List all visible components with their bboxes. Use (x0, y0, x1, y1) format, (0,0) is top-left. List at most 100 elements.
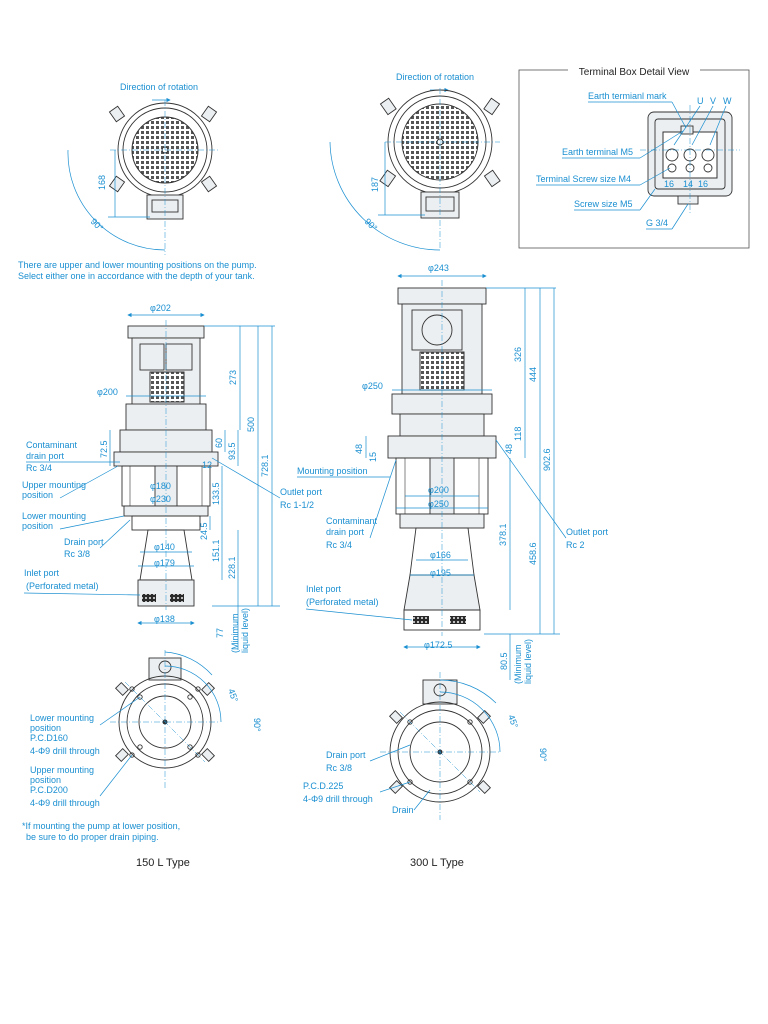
upper-mount-2-bottom: position (30, 775, 61, 785)
drill-300: 4-Φ9 drill through (303, 794, 373, 804)
terminal-w: W (723, 96, 732, 106)
dim-16a: 16 (664, 179, 674, 189)
lower-drill: 4-Φ9 drill through (30, 746, 100, 756)
outlet-rc-150: Rc 1-1/2 (280, 500, 314, 510)
drain-rc-150: Rc 3/8 (64, 549, 90, 559)
angle-90-a: 90° (89, 216, 106, 233)
dim-187: 187 (370, 177, 380, 192)
dim-9026: 902.6 (542, 448, 552, 471)
dim-326: 326 (513, 347, 523, 362)
terminal-box-title: Terminal Box Detail View (579, 67, 690, 78)
dim-3781: 378.1 (498, 523, 508, 546)
outlet-rc-300: Rc 2 (566, 540, 585, 550)
upper-mount-2-150: position (22, 490, 53, 500)
angle-90-b: 90° (363, 216, 380, 233)
terminal-box-detail: Terminal Box Detail View Earth termianl … (518, 64, 750, 249)
bottom-view-150: 45° 90° Lower mounting position P.C.D160… (30, 650, 262, 808)
lower-pcd: P.C.D160 (30, 733, 68, 743)
contam-2-300: drain port (326, 527, 365, 537)
phi-202: φ202 (150, 303, 171, 313)
dim-7281: 728.1 (260, 454, 270, 477)
top-view-150: Direction of rotation 168 90° (67, 82, 220, 255)
phi-200-300: φ200 (428, 485, 449, 495)
dim-48b: 48 (504, 444, 514, 454)
upper-mount-1-bottom: Upper mounting (30, 765, 94, 775)
footnote: *If mounting the pump at lower position,… (22, 821, 180, 842)
outlet-1-150: Outlet port (280, 487, 323, 497)
drain-1-300: Drain port (326, 750, 366, 760)
dim-245: 24.5 (199, 522, 209, 540)
footnote-line-2: be sure to do proper drain piping. (26, 832, 159, 842)
inlet-2-150: (Perforated metal) (26, 581, 99, 591)
drain-1-150: Drain port (64, 537, 104, 547)
dim-168: 168 (97, 175, 107, 190)
caption-150: 150 L Type (136, 857, 190, 869)
dim-118: 118 (513, 427, 523, 441)
rotation-label-300: Direction of rotation (396, 72, 474, 82)
phi-230: φ230 (150, 494, 171, 504)
upper-drill: 4-Φ9 drill through (30, 798, 100, 808)
phi-243: φ243 (428, 263, 449, 273)
angle-45-150: 45° (226, 687, 240, 704)
dim-1335: 133.5 (211, 482, 221, 505)
dim-805: 80.5 (499, 652, 509, 670)
phi-195: φ195 (430, 568, 451, 578)
lower-mount-2-bottom: position (30, 723, 61, 733)
inlet-2-300: (Perforated metal) (306, 597, 379, 607)
phi-180: φ180 (150, 481, 171, 491)
note-line-1: There are upper and lower mounting posit… (18, 260, 257, 270)
angle-45-300: 45° (506, 713, 520, 730)
terminal-v: V (710, 96, 716, 106)
phi-250b: φ250 (428, 499, 449, 509)
earth-mark-label: Earth termianl mark (588, 91, 667, 101)
min-liquid-1-150: (Minimum (230, 614, 240, 654)
angle-90-150: 90° (252, 718, 262, 732)
dim-935: 93.5 (227, 442, 237, 460)
terminal-u: U (697, 96, 704, 106)
angle-90-300: 90° (538, 748, 548, 762)
contam-1-300: Contaminant (326, 516, 378, 526)
phi-1725: φ172.5 (424, 640, 452, 650)
dim-2281: 228.1 (227, 556, 237, 579)
dim-500: 500 (246, 417, 256, 432)
lower-mount-1-bottom: Lower mounting (30, 713, 94, 723)
dim-60: 60 (214, 438, 224, 448)
phi-250: φ250 (362, 381, 383, 391)
dim-48a: 48 (354, 444, 364, 454)
contam-rc-150: Rc 3/4 (26, 463, 52, 473)
lower-mount-1-150: Lower mounting (22, 511, 86, 521)
g34-label: G 3/4 (646, 218, 668, 228)
caption-300: 300 L Type (410, 857, 464, 869)
dim-4586: 458.6 (528, 542, 538, 565)
dim-15: 15 (368, 452, 378, 462)
note-line-2: Select either one in accordance with the… (18, 271, 255, 281)
phi-138: φ138 (154, 614, 175, 624)
lower-mount-2-150: position (22, 521, 53, 531)
side-view-300: φ243 φ250 326 444 118 902.6 48 15 48 378… (297, 263, 609, 684)
phi-140: φ140 (154, 542, 175, 552)
upper-pcd: P.C.D200 (30, 785, 68, 795)
phi-200: φ200 (97, 387, 118, 397)
inlet-1-300: Inlet port (306, 584, 342, 594)
mounting-note: There are upper and lower mounting posit… (18, 260, 257, 281)
top-view-300: Direction of rotation 187 90° (329, 72, 501, 251)
side-view-150: φ202 φ200 273 500 728.1 72.5 60 93.5 12 … (22, 303, 323, 653)
drain-300: Drain (392, 805, 414, 815)
min-liquid-1-300: (Minimum (513, 645, 523, 685)
drain-rc-300: Rc 3/8 (326, 763, 352, 773)
contam-1-150: Contaminant (26, 440, 78, 450)
phi-166: φ166 (430, 550, 451, 560)
dim-12: 12 (202, 460, 212, 470)
contam-rc-300: Rc 3/4 (326, 540, 352, 550)
upper-mount-1-150: Upper mounting (22, 480, 86, 490)
dim-273: 273 (228, 370, 238, 385)
contam-2-150: drain port (26, 451, 65, 461)
screw-m4-label: Terminal Screw size M4 (536, 174, 631, 184)
outlet-1-300: Outlet port (566, 527, 609, 537)
rotation-label-150: Direction of rotation (120, 82, 198, 92)
dim-14: 14 (683, 179, 693, 189)
inlet-1-150: Inlet port (24, 568, 60, 578)
dim-77: 77 (215, 628, 225, 638)
screw-m5-label: Screw size M5 (574, 199, 633, 209)
mounting-pos-300: Mounting position (297, 466, 368, 476)
